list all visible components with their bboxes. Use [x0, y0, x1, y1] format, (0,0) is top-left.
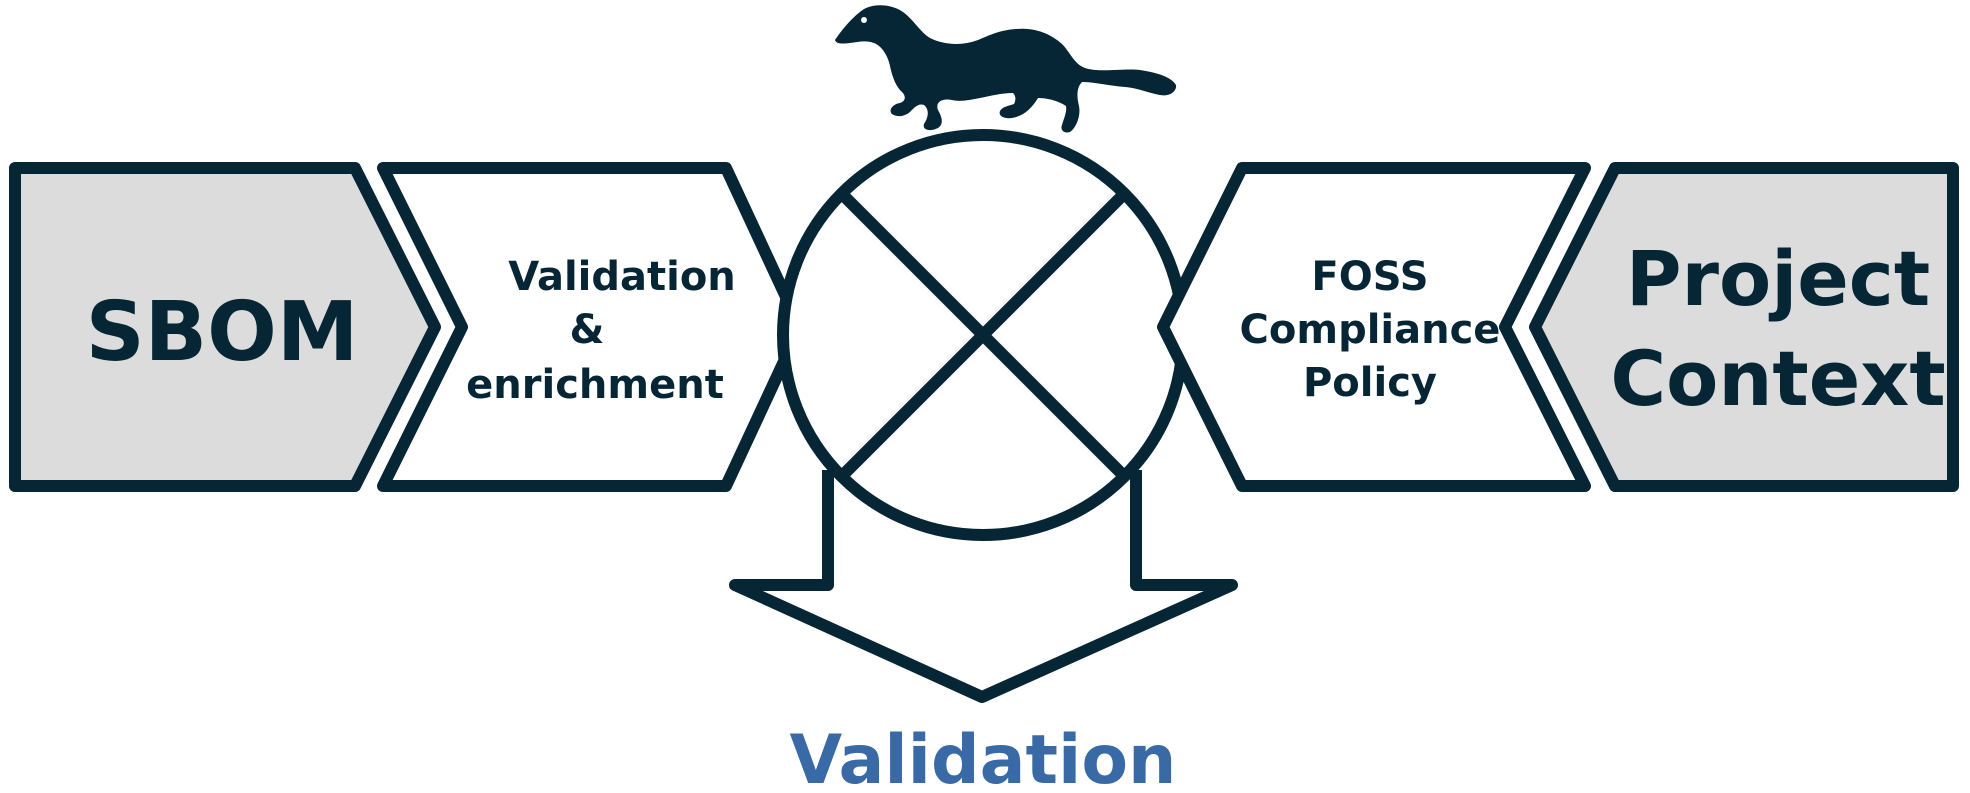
- foss-policy-line2: Compliance: [1240, 307, 1501, 353]
- validation-enrichment-line3: enrichment: [466, 362, 724, 408]
- output-arrow: [729, 470, 1238, 703]
- validation-enrichment-line2: &: [570, 307, 605, 353]
- output-label: Validation: [790, 721, 1177, 788]
- sbom-label: SBOM: [86, 285, 359, 380]
- project-context-line1: Project: [1626, 234, 1930, 323]
- project-context-box: [1529, 162, 1959, 492]
- validation-enrichment-line1: Validation: [508, 254, 736, 300]
- validation-circle: [777, 129, 1189, 541]
- foss-policy-line1: FOSS: [1311, 254, 1428, 300]
- foss-policy-box: [1157, 162, 1591, 492]
- ferret-icon: [835, 5, 1177, 133]
- sbom-box: [9, 162, 441, 492]
- validation-enrichment-box: [377, 162, 806, 492]
- foss-policy-line3: Policy: [1303, 360, 1437, 406]
- project-context-line2: Context: [1610, 334, 1945, 423]
